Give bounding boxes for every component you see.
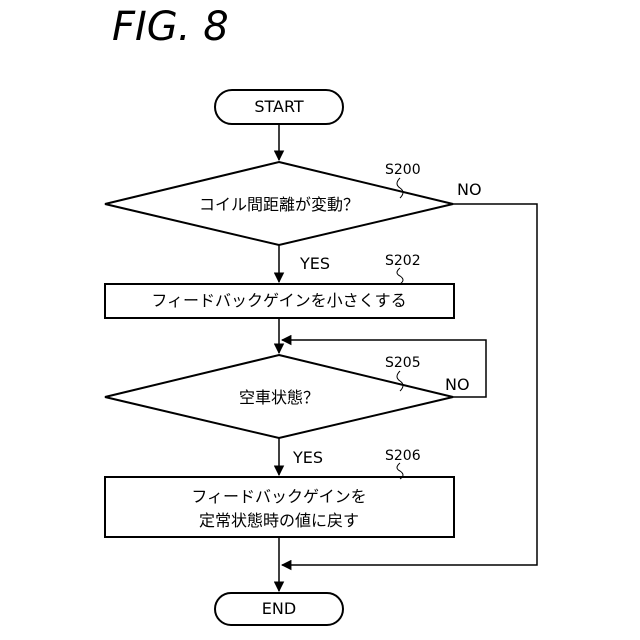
- figure-title: FIG. 8: [112, 4, 229, 50]
- branch-label-s205-yes: YES: [292, 448, 323, 467]
- step-label-s200: S200: [385, 162, 421, 178]
- decision-s205-label: 空車状態？: [239, 388, 319, 407]
- branch-label-s200-yes: YES: [299, 254, 330, 273]
- end-label: END: [262, 599, 296, 618]
- process-s206-label-line2: 定常状態時の値に戻す: [199, 511, 359, 530]
- step-label-s202: S202: [385, 253, 421, 269]
- decision-s200-label: コイル間距離が変動？: [199, 195, 359, 214]
- branch-label-s205-no: NO: [445, 375, 470, 394]
- process-s202-label: フィードバックゲインを小さくする: [151, 291, 406, 310]
- process-s206-label-line1: フィードバックゲインを: [191, 487, 366, 506]
- start-label: START: [254, 97, 304, 116]
- leader-s202: [397, 268, 403, 284]
- branch-label-s200-no: NO: [457, 180, 482, 199]
- step-label-s205: S205: [385, 355, 421, 371]
- step-label-s206: S206: [385, 448, 421, 464]
